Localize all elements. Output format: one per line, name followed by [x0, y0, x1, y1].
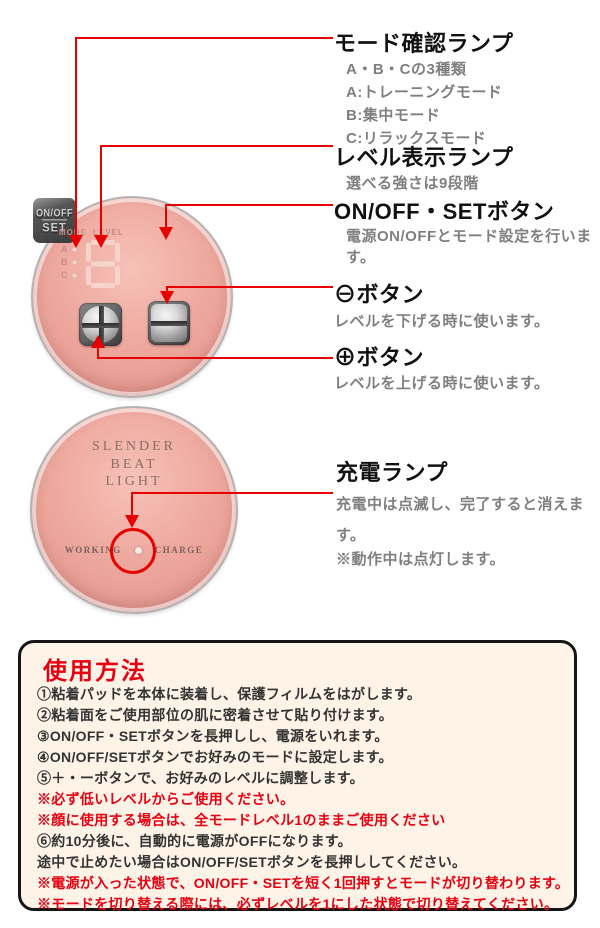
minus-callout-drop	[166, 286, 168, 292]
onoff-set-title: ON/OFF・SETボタン	[334, 199, 555, 224]
mode-lamp-sub-1: A・B・Cの3種類	[346, 61, 467, 78]
usage-step: ⑥約10分後に、自動的に電源がOFFになります。	[37, 833, 352, 849]
level-lamp-desc: 選べる強さは9段階	[346, 175, 479, 192]
minus-button	[148, 301, 190, 345]
usage-step: ※顔に使用する場合は、全モードレベル1のままご使用ください	[37, 812, 446, 828]
charge-lamp-note: ※動作中は点灯します。	[336, 551, 506, 568]
plus-button-title-label: ボタン	[356, 345, 425, 370]
minus-button-title: ⊖ボタン	[334, 277, 424, 309]
minus-arrow-icon	[160, 291, 174, 304]
usage-instructions-box: 使用方法 ①粘着パッドを本体に装着し、保護フィルムをはがします。 ②粘着面をご使用…	[18, 640, 577, 912]
mode-c-lamp-icon	[71, 272, 77, 278]
usage-step: ※電源が入った状態で、ON/OFF・SETを短く1回押すとモードが切り替わります…	[37, 875, 570, 891]
mode-lamp-title: モード確認ランプ	[334, 31, 514, 56]
usage-title: 使用方法	[43, 658, 147, 685]
usage-steps-list: ①粘着パッドを本体に装着し、保護フィルムをはがします。 ②粘着面をご使用部位の肌に…	[37, 684, 570, 915]
minus-button-title-label: ボタン	[356, 282, 425, 307]
charge-arrow-icon	[125, 515, 139, 528]
usage-step: ①粘着パッドを本体に装着し、保護フィルムをはがします。	[37, 686, 422, 702]
usage-step: ⑤＋・ーボタンで、お好みのレベルに調整します。	[37, 770, 364, 786]
mode-a-lamp-icon	[71, 246, 77, 252]
plus-callout-line	[98, 357, 333, 359]
onoff-button-label: ON/OFF	[36, 206, 73, 219]
plus-button-desc: レベルを上げる時に使います。	[334, 375, 550, 392]
mode-lamp-sub-3: B:集中モード	[346, 107, 441, 124]
mode-lamp-sub-4: C:リラックスモード	[346, 130, 487, 147]
onoff-set-button: ON/OFF SET	[33, 198, 76, 243]
mode-lamp-arrow-icon	[69, 235, 83, 248]
mode-c-label: C	[61, 270, 68, 280]
level-display	[86, 240, 120, 288]
onoff-callout-line	[166, 204, 333, 206]
minus-callout-line	[167, 286, 333, 288]
plus-button-title: ⊕ボタン	[334, 340, 424, 372]
usage-step: ④ON/OFF/SETボタンでお好みのモードに設定します。	[37, 749, 393, 765]
charge-callout-drop	[131, 492, 133, 516]
minus-button-desc: レベルを下げる時に使います。	[334, 313, 550, 330]
mode-lamp-a: A	[61, 244, 77, 254]
usage-step: ※モードを切り替える際には、必ずレベルを1にした状態で切り替えてください。	[37, 896, 559, 912]
brand-line-1: SLENDER	[92, 439, 176, 454]
mode-lamp-callout-line	[76, 37, 333, 39]
charge-lamp-desc: 充電中は点滅し、完了すると消えます。	[336, 496, 585, 544]
level-lamp-title: レベル表示ランプ	[334, 145, 514, 170]
mode-b-lamp-icon	[71, 259, 77, 265]
working-label: WORKING	[64, 545, 122, 555]
charge-lamp-title: 充電ランプ	[336, 460, 448, 485]
level-label: LEVEL	[93, 228, 124, 237]
mode-lamp-c: C	[61, 270, 77, 280]
minus-button-dome	[151, 304, 187, 342]
plus-callout-drop	[97, 348, 99, 359]
usage-step: ※必ず低いレベルからご使用ください。	[37, 791, 295, 807]
mode-label: MODE	[59, 228, 87, 237]
onoff-callout-drop	[165, 204, 167, 227]
brand-line-2: BEAT	[110, 456, 158, 472]
mode-lamp-b: B	[61, 257, 77, 267]
brand-text: SLENDER BEAT LIGHT	[32, 438, 236, 491]
minus-icon	[151, 321, 187, 327]
mode-lamp-callout-drop	[75, 37, 77, 235]
level-lamp-callout-line	[101, 145, 333, 147]
charge-callout-line	[132, 492, 333, 494]
charge-lamp-highlight-ring	[110, 528, 156, 574]
minus-circle-icon: ⊖	[334, 282, 357, 307]
level-lamp-callout-drop	[100, 145, 102, 235]
onoff-arrow-icon	[159, 227, 173, 240]
plus-arrow-icon	[91, 335, 105, 348]
charge-label: CHARGE	[154, 545, 204, 555]
plus-circle-icon: ⊕	[334, 345, 357, 370]
device-control-face: MODE LEVEL A B C ON/O	[31, 196, 233, 398]
level-lamp-arrow-icon	[94, 235, 108, 248]
onoff-set-desc: 電源ON/OFFとモード設定を行います。	[346, 228, 592, 266]
mode-a-label: A	[61, 244, 68, 254]
mode-lamp-sub-2: A:トレーニングモード	[346, 84, 503, 101]
mode-b-label: B	[61, 257, 68, 267]
usage-step: ③ON/OFF・SETボタンを長押しし、電源をいれます。	[37, 728, 389, 744]
device-front-face: SLENDER BEAT LIGHT WORKING CHARGE	[30, 406, 238, 614]
brand-line-3: LIGHT	[105, 474, 163, 489]
set-button-label: SET	[42, 218, 67, 234]
usage-step: 途中で止めたい場合はON/OFF/SETボタンを長押ししてください。	[37, 854, 467, 870]
usage-step: ②粘着面をご使用部位の肌に密着させて貼り付けます。	[37, 707, 394, 723]
